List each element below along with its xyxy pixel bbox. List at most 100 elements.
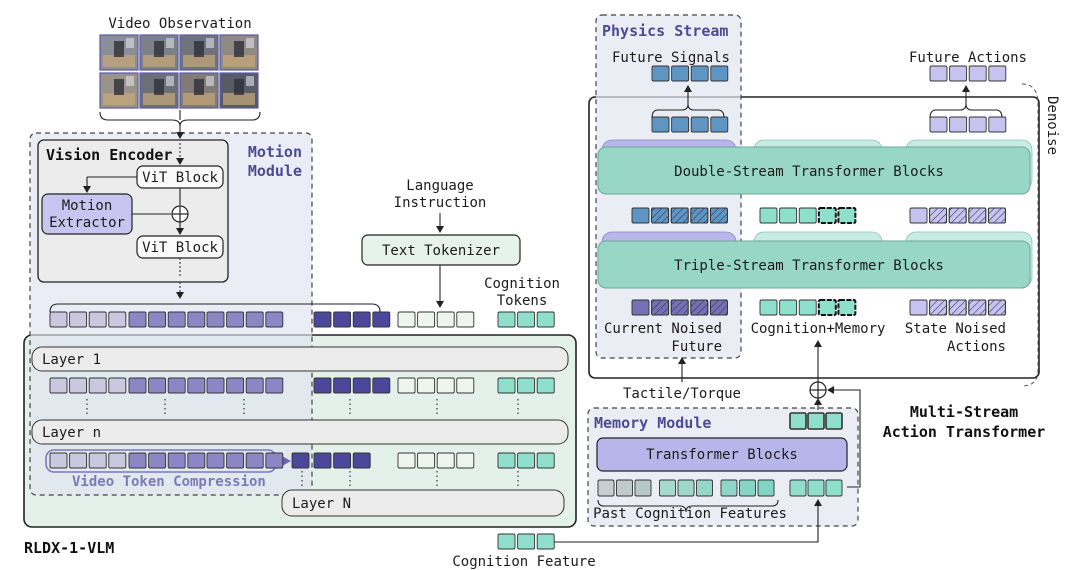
cognition-mid-token [817,207,837,224]
video-frame [99,34,139,71]
action-input-token-hatch [929,299,948,316]
layer-1-label: Layer 1 [42,352,101,368]
memory-output-token [789,412,807,430]
video-token [49,311,68,328]
action-output-token [988,116,1007,133]
compressed-token [333,452,352,469]
motion-token [226,377,245,394]
cognition-token [497,311,516,328]
physics-output-token [690,116,709,133]
motion-token [167,311,186,328]
layer-n-label: Layer n [42,425,101,441]
memory-transformer-blocks [596,437,848,472]
video-frame [139,34,179,71]
text-token [397,311,416,328]
text-tokenizer [361,234,521,266]
video-frames [99,34,259,109]
motion-token [128,377,147,394]
physics-mid-token-hatch [651,207,670,224]
action-mid-token-hatch [929,207,948,224]
action-input-token-hatch [948,299,967,316]
motion-module-title-2: Module [248,162,302,180]
motion-token [148,311,167,328]
motion-token [148,377,167,394]
future-action-token [949,65,968,82]
cognition-token [517,377,536,394]
past-cognition-token [597,479,615,497]
physics-output-token [651,116,670,133]
triple-stream-label: Triple-Stream Transformer Blocks [674,258,944,274]
motion-token [187,452,206,469]
double-stream-label: Double-Stream Transformer Blocks [674,164,944,180]
compressed-token [291,452,310,469]
past-cognition-token [696,479,713,497]
text-token [417,452,436,469]
physics-input-token-hatch [690,299,709,316]
current-noised-label-2: Future [671,339,722,355]
video-frame [99,72,139,109]
token-rows [49,311,555,487]
video-token [49,377,68,394]
motion-token [265,452,284,469]
physics-input-token-hatch [709,299,728,316]
action-input-token-hatch [987,299,1006,316]
physics-mid-token-hatch [670,207,689,224]
cognition-token [497,377,516,394]
compressed-token [333,377,352,394]
memory-output-token [807,412,825,430]
physics-mid-token-hatch [709,207,728,224]
future-signal-token [651,65,670,82]
past-cognition-token [634,479,652,497]
language-label-2: Instruction [394,195,487,211]
cognition-mid-token [837,207,857,224]
compressed-token [352,452,371,469]
text-token [436,377,455,394]
text-token [456,452,475,469]
physics-input-token-hatch [670,299,689,316]
cognition-token [536,452,555,469]
cognition-mid-token [798,207,817,224]
future-signal-token [690,65,709,82]
motion-token [245,311,264,328]
cognition-token [517,452,536,469]
text-token [417,377,436,394]
memory-input-token [789,479,807,497]
action-transformer-name-2: Action Transformer [883,423,1046,441]
layer-1 [31,346,569,372]
physics-mid-token-hatch [690,207,709,224]
cognition-tokens-label-2: Tokens [497,293,548,309]
action-output-token [968,116,987,133]
past-cognition-token [616,479,633,497]
past-cognition-token [659,479,676,497]
past-cognition-token [739,479,756,497]
motion-token [187,377,206,394]
video-token [108,311,127,328]
memory-module-title: Memory Module [594,414,711,432]
motion-token [206,377,225,394]
language-label: Language [406,178,473,194]
video-frame [139,72,179,109]
cognition-input-token [759,299,778,316]
future-action-token [988,65,1007,82]
cognition-mid-token [779,207,798,224]
cognition-input-token [779,299,798,316]
text-tokenizer-label: Text Tokenizer [382,243,500,259]
memory-input-token [807,479,825,497]
future-signal-token [710,65,729,82]
double-stream-block [597,146,1031,195]
tactile-label: Tactile/Torque [623,386,741,402]
compressed-token [313,452,332,469]
motion-token [206,311,225,328]
memory-transformer-label: Transformer Blocks [646,447,798,463]
layer-N-label: Layer N [292,496,351,512]
text-token [456,377,475,394]
vision-encoder-title: Vision Encoder [46,146,172,164]
motion-token [245,452,264,469]
past-cognition-token [757,479,775,497]
action-input-token [909,299,928,316]
physics-mid-token [631,207,650,224]
text-token [456,311,475,328]
motion-token [226,311,245,328]
vlm-name: RLDX-1-VLM [24,539,114,557]
